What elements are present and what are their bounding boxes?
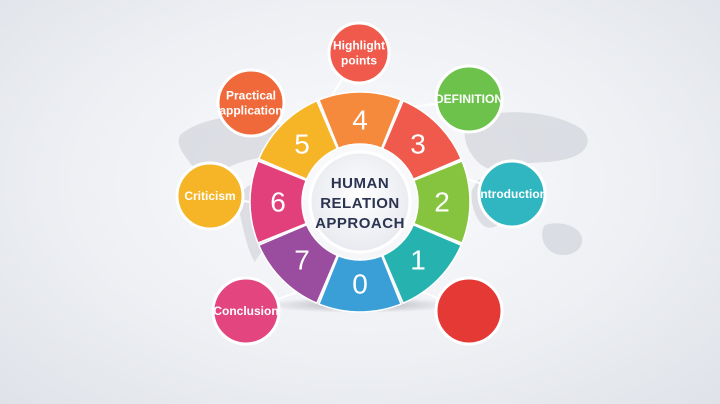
center-title-line-1: HUMAN bbox=[331, 175, 389, 192]
bubble-label: DEFINITION bbox=[435, 92, 503, 106]
ring-segment-0 bbox=[317, 254, 403, 313]
bubble-circle bbox=[211, 276, 281, 346]
bubble-label: Highlight bbox=[333, 39, 385, 53]
center-title-line-3: APPROACH bbox=[315, 215, 405, 232]
segment-number-0: 0 bbox=[352, 269, 368, 300]
ring-segment-7 bbox=[257, 223, 339, 305]
ring-segment-1 bbox=[381, 223, 463, 305]
bubble-circle bbox=[327, 21, 391, 85]
segment-number-2: 2 bbox=[434, 187, 450, 218]
bubble-circle bbox=[477, 159, 547, 229]
bubble-circle bbox=[434, 276, 504, 346]
center-title-line-2: RELATION bbox=[320, 195, 400, 212]
segment-number-7: 7 bbox=[294, 244, 310, 275]
ring-segments: 0 123 4 567 bbox=[249, 91, 471, 313]
segment-number-3: 3 bbox=[410, 129, 426, 160]
segment-number-6: 6 bbox=[270, 187, 286, 218]
ring-segment-6 bbox=[249, 159, 308, 245]
ring-segment-2 bbox=[412, 159, 471, 245]
bubble-label: Criticism bbox=[184, 189, 235, 203]
bubble-circle bbox=[434, 64, 504, 134]
segment-number-4: 4 bbox=[352, 105, 368, 136]
bubble-label: Practical bbox=[226, 89, 276, 103]
ring-segment-4 bbox=[317, 91, 403, 150]
bubble-circle bbox=[175, 161, 245, 231]
bubble-label: application bbox=[219, 104, 282, 118]
ring-segment-3 bbox=[381, 99, 463, 181]
segment-number-1: 1 bbox=[410, 244, 426, 275]
bubble-circle bbox=[216, 68, 286, 138]
bubble-label: Conclusion bbox=[213, 304, 278, 318]
ring-segment-5 bbox=[257, 99, 339, 181]
segment-number-5: 5 bbox=[294, 129, 310, 160]
center-hub bbox=[308, 150, 412, 254]
bubble-label: points bbox=[341, 54, 377, 68]
bubble-label: Introduction bbox=[477, 187, 547, 201]
